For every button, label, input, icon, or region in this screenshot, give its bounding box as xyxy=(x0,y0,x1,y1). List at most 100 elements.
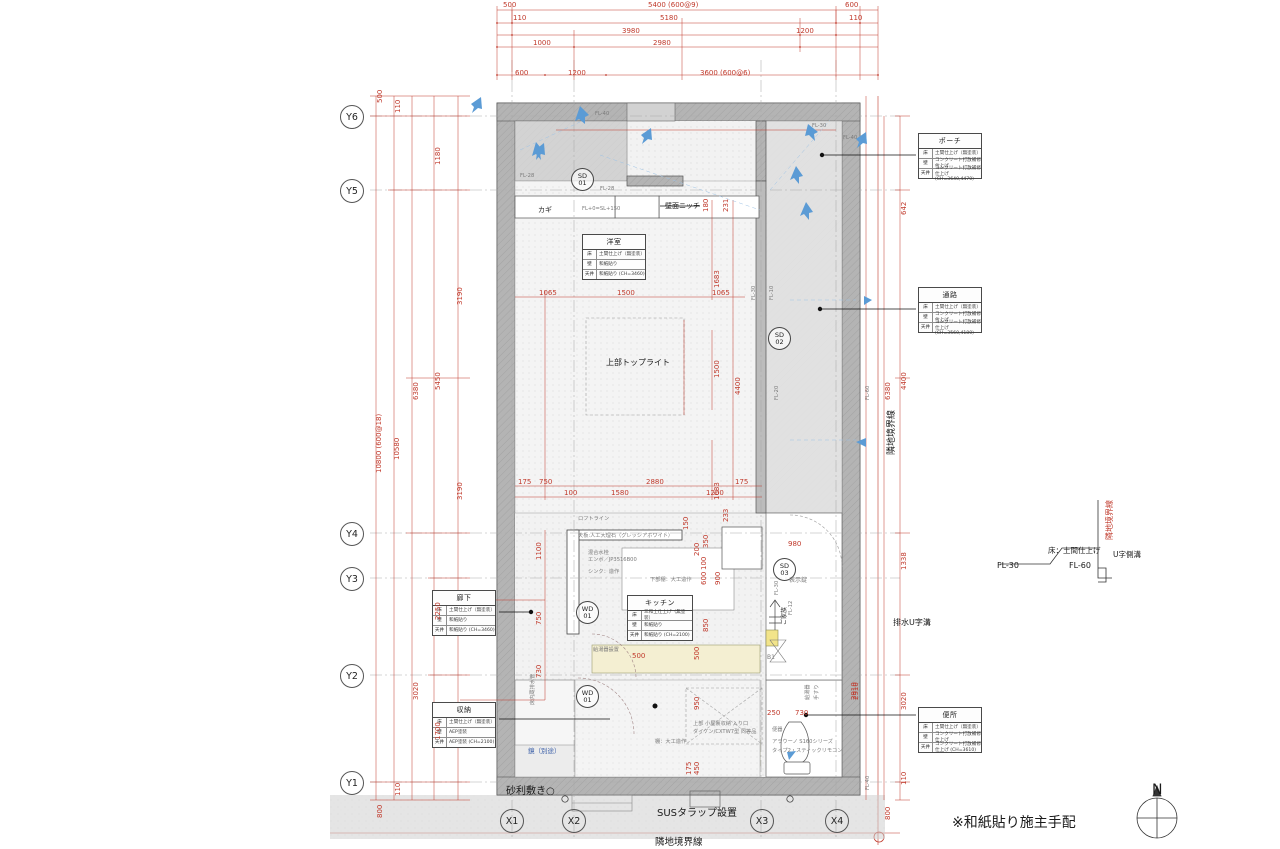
spec-value: コンクリート打放補修仕上げ xyxy=(935,732,981,743)
spec-row: 床土間仕上げ（無塗装） xyxy=(433,605,495,616)
annotation-key: カギ xyxy=(538,206,552,214)
annotation-floor-drain: 床内蔵排水管 xyxy=(530,673,536,705)
door-tag-sd02[interactable]: SD 02 xyxy=(768,327,791,350)
dim-top-5400: 5400 (600@9) xyxy=(648,1,699,9)
annotation-display-window: 表示錠 xyxy=(789,577,808,584)
annotation-panel-b1: B1 xyxy=(767,654,775,661)
level-mark-fl30-vertical: FL-30 xyxy=(751,285,757,300)
dim-int-2880: 2880 xyxy=(646,478,664,486)
note-owner: ※和紙貼り施主手配 xyxy=(952,815,1076,831)
dim-right-1338: 1338 xyxy=(900,552,908,570)
airflow-arrows xyxy=(471,97,872,760)
grid-bubble-x3[interactable]: X3 xyxy=(750,809,774,833)
grid-bubble-x1[interactable]: X1 xyxy=(500,809,524,833)
dimension-lines xyxy=(370,6,910,801)
north-label: N xyxy=(1152,782,1163,798)
dim-int-2910-b: 2910 xyxy=(850,682,858,700)
level-mark-fl20: FL-20 xyxy=(774,385,780,400)
grid-bubble-y4[interactable]: Y4 xyxy=(340,522,364,546)
dim-int-850: 850 xyxy=(702,618,710,632)
grid-bubble-x2[interactable]: X2 xyxy=(562,809,586,833)
spec-row: 床土間仕上げ（無塗装） xyxy=(919,722,981,733)
spec-value: 和紙貼り (CH=3460) xyxy=(599,272,645,277)
door-tag-sd03[interactable]: SD 03 xyxy=(773,558,796,581)
spec-key: 天井 xyxy=(919,168,933,178)
grid-bubble-y6[interactable]: Y6 xyxy=(340,105,364,129)
annotation-toilet-fixture: 便器 xyxy=(772,727,783,733)
room-name: ポーチ xyxy=(919,134,981,149)
grid-bubble-x4[interactable]: X4 xyxy=(825,809,849,833)
dim-top-3980: 3980 xyxy=(622,27,640,35)
grid-bubble-y2[interactable]: Y2 xyxy=(340,664,364,688)
dim-int-730-b: 730 xyxy=(795,709,809,717)
room-name: 洋室 xyxy=(583,235,645,250)
room-spec-corridor[interactable]: 廊下 床土間仕上げ（無塗装） 壁和紙貼り 天井和紙貼り (CH=3460) xyxy=(432,590,496,636)
spec-key: 床 xyxy=(433,605,447,615)
dim-top-5180: 5180 xyxy=(660,14,678,22)
dim-top-1200: 1200 xyxy=(796,27,814,35)
note-gravel: 砂利敷き○ xyxy=(506,786,555,797)
dim-int-1580: 1580 xyxy=(611,489,629,497)
spec-value: 土間仕上げ（無塗装） xyxy=(449,720,495,725)
dim-right-6380: 6380 xyxy=(884,382,892,400)
dim-left-3020: 3020 xyxy=(412,682,420,700)
spec-key: 床 xyxy=(919,722,933,732)
grid-bubble-y1[interactable]: Y1 xyxy=(340,771,364,795)
dim-left-800: 800 xyxy=(376,804,384,818)
spec-key: 天井 xyxy=(583,269,597,279)
spec-value: コンクリート打放補修仕上げ xyxy=(935,158,981,169)
dim-right-642: 642 xyxy=(900,201,908,215)
dim-int-231: 231 xyxy=(722,198,730,212)
detail-fl-right: FL-60 xyxy=(1069,561,1091,570)
room-spec-passage[interactable]: 通路 床土間仕上げ（無塗装） 壁コンクリート打放補修仕上げ 天井コンクリート打放… xyxy=(918,287,982,336)
dim-int-500: 500 xyxy=(693,646,701,660)
spec-row: 壁和紙貼り xyxy=(433,615,495,626)
detail-fl-left: FL-30 xyxy=(997,561,1019,570)
spec-value: 土間仕上げ（無塗装） xyxy=(935,725,981,730)
annotation-hot-water: 給湯器 xyxy=(805,684,811,700)
spec-key: 天井 xyxy=(919,322,933,332)
room-spec-toilet[interactable]: 便所 床土間仕上げ（無塗装） 壁コンクリート打放補修仕上げ 天井コンクリート打放… xyxy=(918,707,982,753)
door-tag-sd01[interactable]: SD 01 xyxy=(571,168,594,191)
grid-bubble-y5[interactable]: Y5 xyxy=(340,179,364,203)
detail-boundary-label: 隣地境界線 xyxy=(1105,500,1114,540)
dim-int-100-b: 100 xyxy=(700,556,708,570)
spec-value: 土間仕上げ（無塗装） xyxy=(935,305,981,310)
dim-right-110: 110 xyxy=(900,771,908,785)
annotation-skylight: 上部トップライト xyxy=(606,358,670,367)
level-mark-fl30-c: FL-30 xyxy=(774,580,780,595)
spec-key: 壁 xyxy=(919,158,933,168)
dim-top-500: 500 xyxy=(503,1,517,9)
dim-int-233: 233 xyxy=(722,508,730,522)
dim-int-1065-right: 1065 xyxy=(712,289,730,297)
room-name: 収納 xyxy=(433,703,495,718)
door-tag-code: SD xyxy=(774,330,785,339)
annotation-wall-niche: 壁面ニッチ xyxy=(665,202,700,210)
spec-row: 天井和紙貼り (CH=2100) xyxy=(628,630,692,640)
grid-bubble-y3[interactable]: Y3 xyxy=(340,567,364,591)
spec-key: 壁 xyxy=(628,620,642,630)
dim-left-3190-b: 3190 xyxy=(456,482,464,500)
room-spec-porch[interactable]: ポーチ 床土間仕上げ（無塗装） 壁コンクリート打放補修仕上げ 天井コンクリート打… xyxy=(918,133,982,182)
door-tag-wd01-upper[interactable]: WD 01 xyxy=(576,601,599,624)
level-mark-fl10: FL-10 xyxy=(769,285,775,300)
door-tag-number: 03 xyxy=(780,568,789,577)
spec-row: 床土間仕上げ（無塗装） xyxy=(919,302,981,313)
spec-row: 壁コンクリート打放補修仕上げ xyxy=(919,732,981,743)
dim-int-1683-a: 1683 xyxy=(713,270,721,288)
dim-left-5450: 5450 xyxy=(434,372,442,390)
annotation-shelf: 棚：大工造作 xyxy=(655,739,687,745)
spec-value: コンクリート打放補修仕上げ (CH=3610) xyxy=(935,742,981,753)
note-boundary-bottom: 隣地境界線 xyxy=(655,837,703,848)
spec-row: 壁和紙貼り xyxy=(583,259,645,270)
dim-left-110-bot: 110 xyxy=(394,782,402,796)
dim-int-200: 200 xyxy=(693,542,701,556)
room-spec-kitchen[interactable]: キッチン 床三和土仕上げ（無塗装） 壁和紙貼り 天井和紙貼り (CH=2100) xyxy=(627,595,693,641)
dim-right-800: 800 xyxy=(884,806,892,820)
door-tag-wd01-lower[interactable]: WD 01 xyxy=(576,685,599,708)
dim-int-980: 980 xyxy=(788,540,802,548)
annotation-lower-shelf: 下部棚：大工造作 xyxy=(650,577,692,583)
room-spec-western-room[interactable]: 洋室 床土間仕上げ（無塗装） 壁和紙貼り 天井和紙貼り (CH=3460) xyxy=(582,234,646,280)
